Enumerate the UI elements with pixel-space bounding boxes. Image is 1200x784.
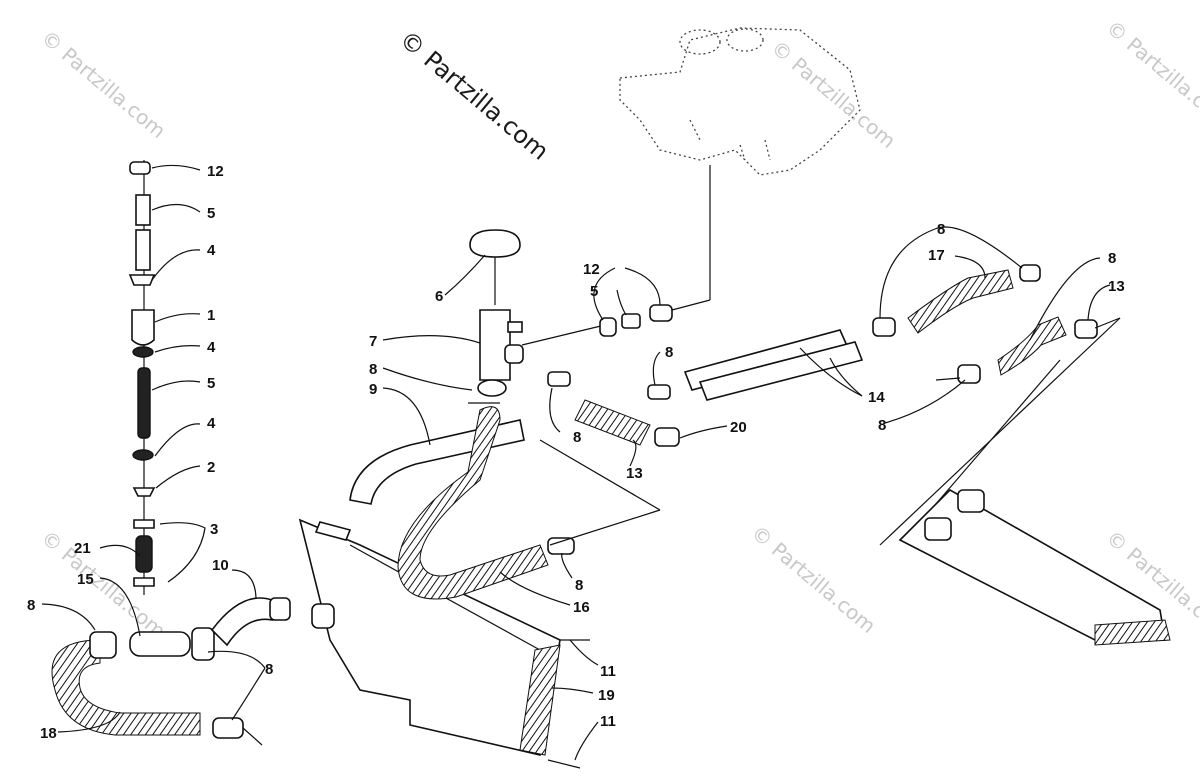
- clamp-3-a: [133, 519, 155, 529]
- callout-11: 11: [600, 713, 616, 730]
- clamp-8-b: [191, 627, 215, 661]
- callout-12: 12: [583, 261, 600, 278]
- left-hose-stack: [128, 160, 156, 595]
- clamp-4-a: [128, 274, 156, 286]
- hose-13-right: [997, 316, 1067, 376]
- hose-13-left: [574, 399, 651, 446]
- hose-17: [907, 269, 1014, 334]
- callout-17: 17: [928, 247, 945, 264]
- clamp-8-j: [1019, 264, 1041, 282]
- overflow-line: [521, 165, 711, 346]
- callout-13: 13: [626, 465, 643, 482]
- central-hoses: [314, 406, 549, 600]
- watermark-tile: © Partzilla.com: [747, 520, 881, 638]
- callout-21: 21: [74, 540, 91, 557]
- filter-1: [131, 309, 155, 346]
- watermark-tile: © Partzilla.com: [767, 35, 901, 153]
- callout-5: 5: [207, 375, 215, 392]
- callout-9: 9: [369, 381, 377, 398]
- callout-5: 5: [207, 205, 215, 222]
- tube-14-lower: [698, 341, 864, 401]
- callout-8: 8: [573, 429, 581, 446]
- filler-assembly: [468, 229, 524, 404]
- clamp-8-k: [872, 317, 896, 337]
- hose-5-lower: [137, 367, 151, 439]
- fitting: [311, 603, 335, 629]
- callout-8: 8: [27, 597, 35, 614]
- clamp-20: [654, 427, 680, 447]
- clamp-4-c: [132, 449, 154, 461]
- callout-11: 11: [600, 663, 616, 680]
- callout-4: 4: [207, 339, 216, 356]
- callout-5: 5: [590, 283, 598, 300]
- long-tubes: [539, 329, 864, 555]
- clamp-12-left: [129, 161, 151, 175]
- tee-15: [129, 631, 191, 657]
- callout-14: 14: [868, 389, 885, 406]
- bottom-left-hoses: [51, 597, 291, 746]
- clamp-8-h: [547, 371, 571, 387]
- callout-16: 16: [573, 599, 590, 616]
- right-hoses: [872, 264, 1121, 384]
- clamp-8-i: [547, 537, 575, 555]
- clamp-8-m: [1074, 319, 1098, 339]
- callout-8: 8: [937, 221, 945, 238]
- clamp-8-l: [957, 364, 981, 384]
- callout-20: 20: [730, 419, 747, 436]
- cap-6: [469, 229, 521, 258]
- hose-9: [349, 419, 525, 505]
- watermark-tile: © Partzilla.com: [1102, 15, 1200, 133]
- callout-3: 3: [210, 521, 218, 538]
- callout-15: 15: [77, 571, 94, 588]
- callout-8: 8: [575, 577, 583, 594]
- callout-2: 2: [207, 459, 215, 476]
- callout-8: 8: [265, 661, 273, 678]
- hose-18: [51, 639, 201, 736]
- callout-1: 1: [207, 307, 215, 324]
- callout-6: 6: [435, 288, 443, 305]
- callout-labels: 12 5 4 1 4 5 4 2 3 21 15 10 8 18 8 6 7 8…: [27, 163, 1125, 742]
- hose-16: [397, 406, 549, 600]
- callout-13: 13: [1108, 278, 1125, 295]
- heat-exchanger: [298, 518, 590, 769]
- clamp-8-e: [314, 521, 352, 541]
- callout-12: 12: [207, 163, 224, 180]
- callout-7: 7: [369, 333, 377, 350]
- clamp-8-f: [477, 379, 507, 397]
- hose-10: [210, 597, 273, 647]
- clamp-4-b: [132, 346, 154, 358]
- callout-4: 4: [207, 415, 216, 432]
- callout-8: 8: [369, 361, 377, 378]
- callout-19: 19: [598, 687, 615, 704]
- engine-outline: [619, 27, 861, 176]
- valve-2: [132, 487, 156, 497]
- filler-neck-7: [479, 309, 511, 381]
- hose-5-upper: [135, 194, 151, 226]
- hose-21: [135, 535, 153, 573]
- callout-18: 18: [40, 725, 57, 742]
- clamp-8-left: [89, 631, 117, 659]
- callout-8: 8: [878, 417, 886, 434]
- watermark-tile: © Partzilla.com: [37, 25, 171, 143]
- callout-8: 8: [1108, 250, 1116, 267]
- core-19: [519, 644, 561, 756]
- clamp-8-d: [212, 717, 244, 739]
- callout-8: 8: [665, 344, 673, 361]
- hose-5-upper-b: [135, 229, 151, 271]
- clamp-8-c: [269, 597, 291, 621]
- callout-10: 10: [212, 557, 229, 574]
- clamp-8-g: [647, 384, 671, 400]
- rear-heat-exchanger: [879, 317, 1171, 646]
- leader-lines: [41, 164, 1111, 761]
- callout-4: 4: [207, 242, 216, 259]
- clamp-3-b: [133, 577, 155, 587]
- watermark-main: © Partzilla.com: [394, 25, 554, 165]
